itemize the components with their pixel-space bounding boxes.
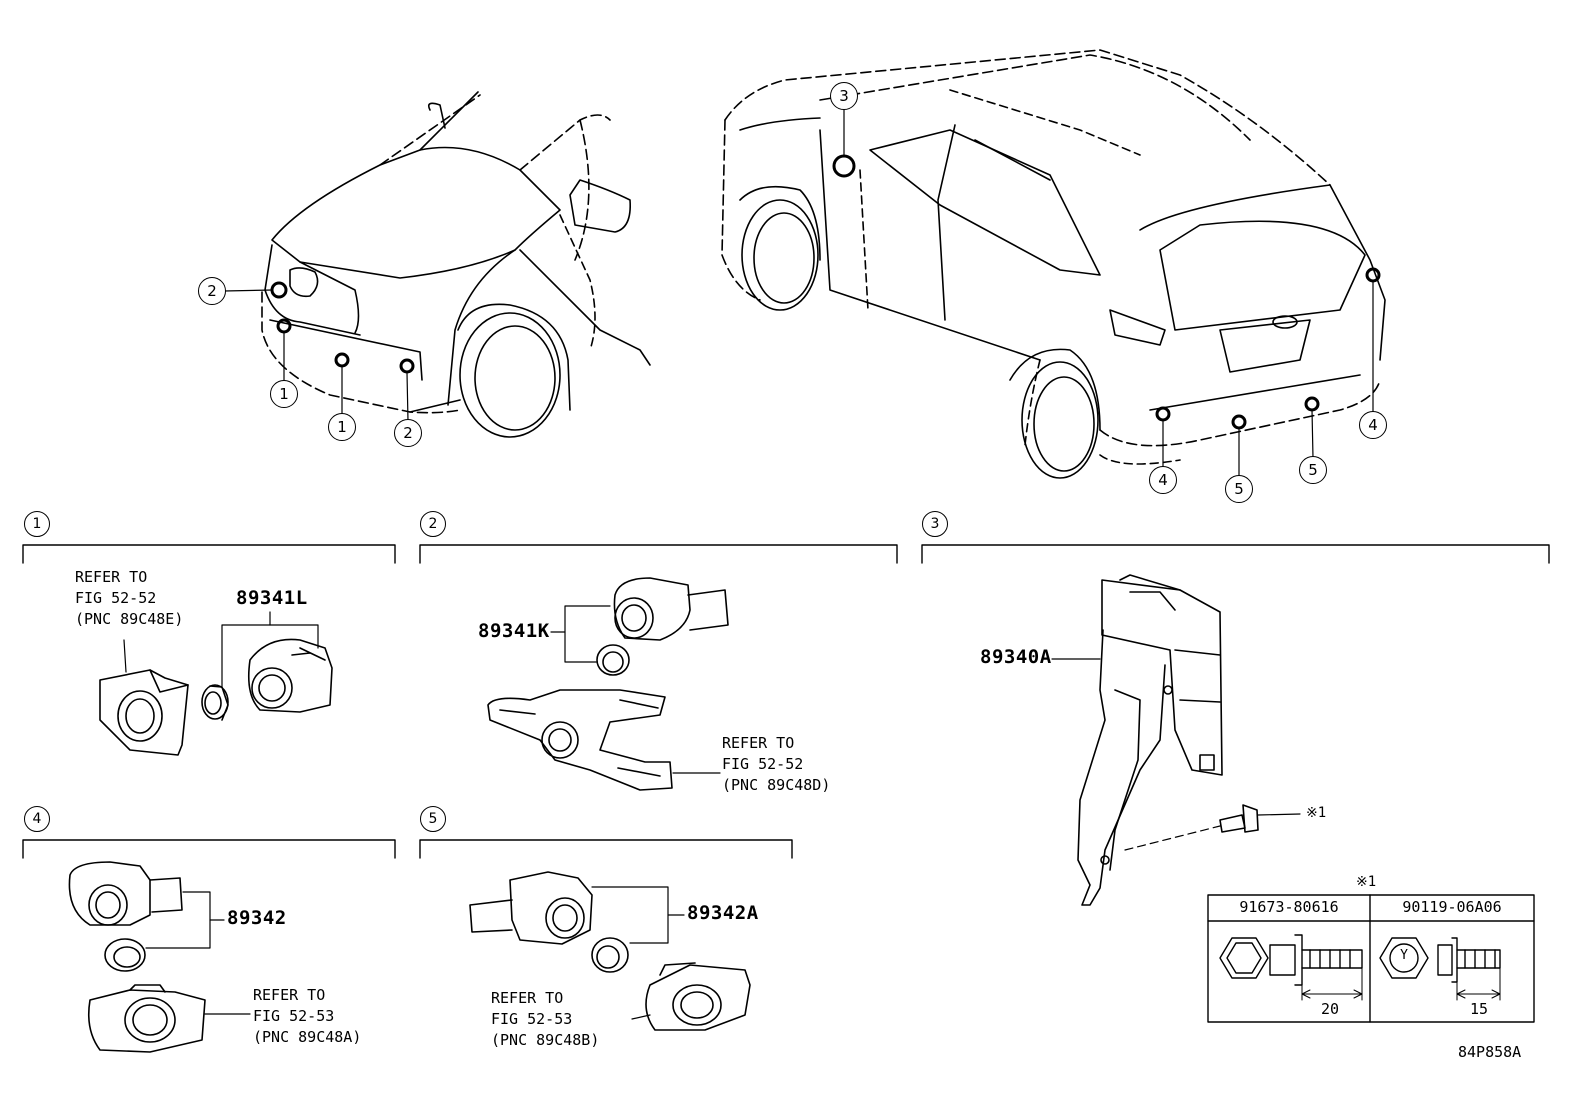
section5-refer-line2: FIG 52-53 bbox=[491, 1010, 573, 1028]
front-leader-lines bbox=[223, 289, 409, 422]
section5-part-number: 89342A bbox=[687, 902, 759, 924]
section4-part-number: 89342 bbox=[227, 907, 287, 929]
section2-refer-line3: (PNC 89C48D) bbox=[722, 776, 831, 794]
callout-1-front-a: 1 bbox=[270, 380, 298, 408]
section3-part-number: 89340A bbox=[980, 646, 1052, 668]
section-number-1: 1 bbox=[24, 511, 50, 537]
fastener-head-mark: Y bbox=[1400, 948, 1408, 963]
section2-refer-line2: FIG 52-52 bbox=[722, 755, 804, 773]
section1-part-number: 89341L bbox=[236, 587, 308, 609]
section5-refer-line3: (PNC 89C48B) bbox=[491, 1031, 600, 1049]
section1-refer-line3: (PNC 89C48E) bbox=[75, 610, 184, 628]
callout-5-rear-b: 5 bbox=[1299, 456, 1327, 484]
front-sensor-markers bbox=[270, 281, 415, 374]
section2-parts bbox=[487, 577, 729, 791]
section3-parts bbox=[1051, 574, 1301, 906]
section2-part-number: 89341K bbox=[478, 620, 550, 642]
callout-1-front-b: 1 bbox=[328, 413, 356, 441]
callout-2-front-right: 2 bbox=[394, 419, 422, 447]
section-rules bbox=[22, 544, 1550, 859]
callout-4-rear-left: 4 bbox=[1149, 466, 1177, 494]
section-number-3: 3 bbox=[922, 511, 948, 537]
callout-3-rear: 3 bbox=[830, 82, 858, 110]
section4-refer-line3: (PNC 89C48A) bbox=[253, 1028, 362, 1046]
callout-2-front-left: 2 bbox=[198, 277, 226, 305]
fastener-table-mark: ※1 bbox=[1356, 874, 1377, 890]
front-vehicle-view bbox=[261, 91, 651, 438]
fastener-part-number-1: 91673-80616 bbox=[1239, 898, 1339, 916]
section4-parts bbox=[68, 861, 251, 1053]
section-number-4: 4 bbox=[24, 806, 50, 832]
section5-parts bbox=[469, 871, 751, 1031]
callout-4-rear-right: 4 bbox=[1359, 411, 1387, 439]
section-number-5: 5 bbox=[420, 806, 446, 832]
fastener-part-number-2: 90119-06A06 bbox=[1402, 898, 1502, 916]
section1-refer-line2: FIG 52-52 bbox=[75, 589, 157, 607]
rear-leader-lines bbox=[843, 107, 1374, 478]
fastener-length-2: 15 bbox=[1469, 1000, 1489, 1018]
section4-refer-line1: REFER TO bbox=[253, 986, 326, 1004]
fastener-table bbox=[1207, 894, 1535, 1023]
section4-refer-line2: FIG 52-53 bbox=[253, 1007, 335, 1025]
callout-5-rear-a: 5 bbox=[1225, 475, 1253, 503]
fastener-length-1: 20 bbox=[1320, 1000, 1340, 1018]
rear-sensor-markers bbox=[832, 154, 1381, 430]
figure-id: 84P858A bbox=[1458, 1043, 1522, 1061]
rear-vehicle-view bbox=[721, 49, 1386, 479]
section2-refer-line1: REFER TO bbox=[722, 734, 795, 752]
section5-refer-line1: REFER TO bbox=[491, 989, 564, 1007]
section1-parts bbox=[99, 611, 333, 756]
section-number-2: 2 bbox=[420, 511, 446, 537]
section3-note-mark: ※1 bbox=[1306, 805, 1327, 821]
section1-refer-line1: REFER TO bbox=[75, 568, 148, 586]
